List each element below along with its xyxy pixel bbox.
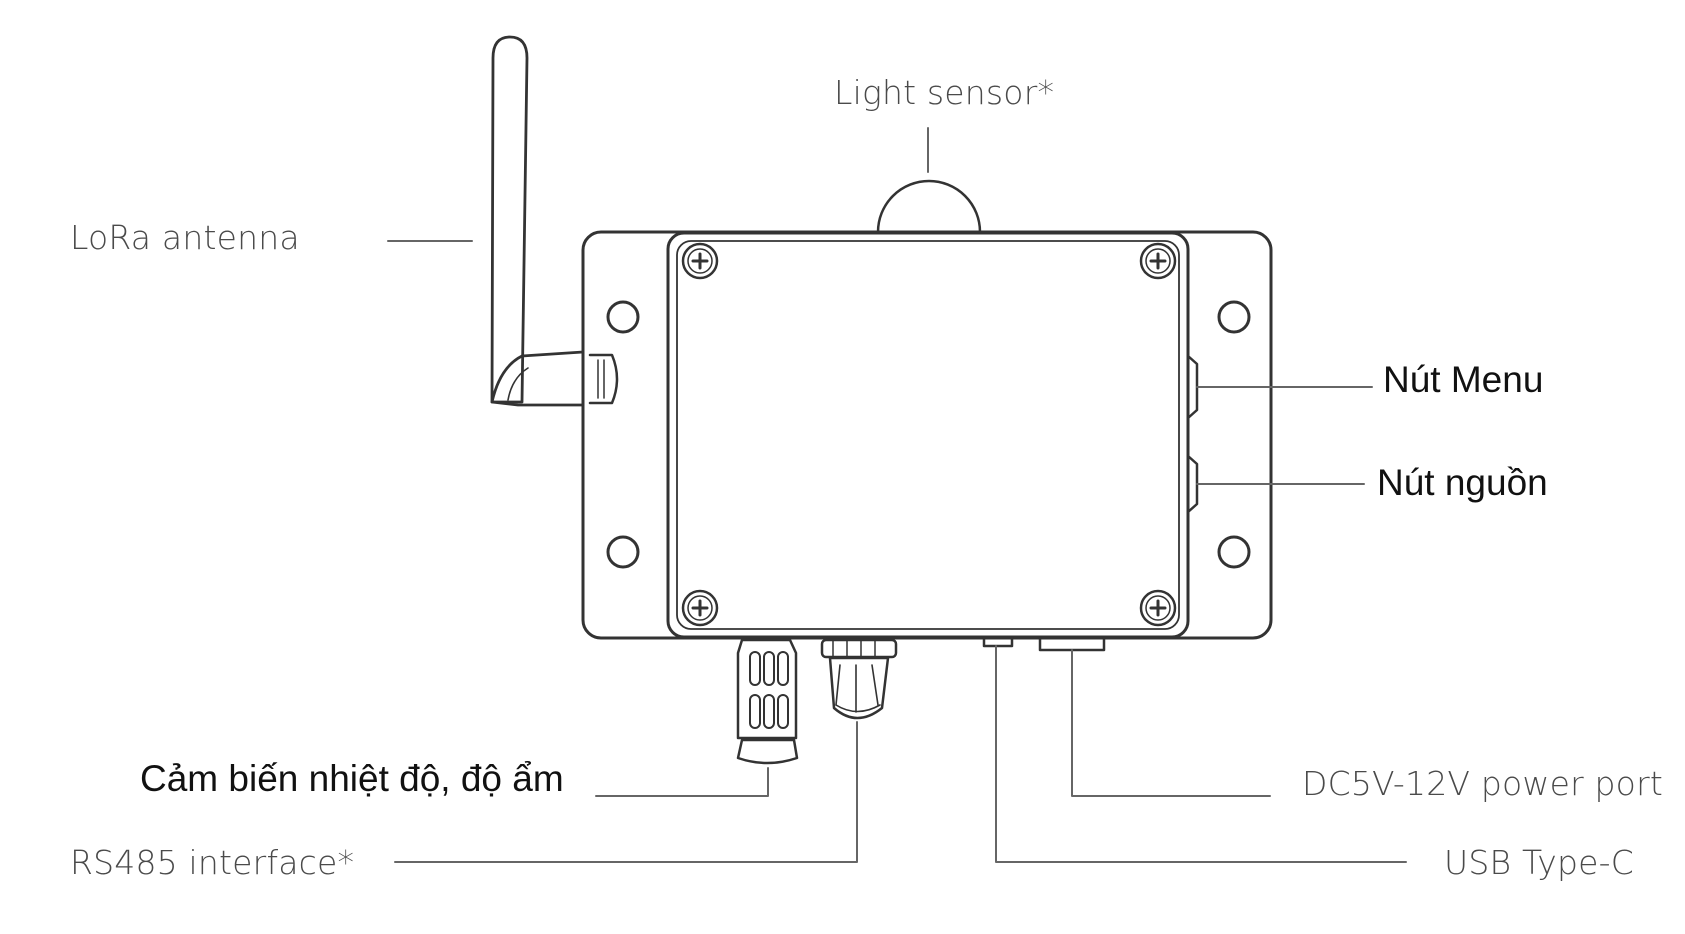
rs485-cable-gland xyxy=(820,638,898,720)
light-sensor-label: Light sensor* xyxy=(834,73,1055,112)
light-sensor-dome xyxy=(876,179,982,234)
lora-antenna-shape xyxy=(490,35,619,407)
mount-hole-bottom-right xyxy=(1217,535,1251,569)
leader-usb xyxy=(995,645,1407,863)
leader-lines xyxy=(387,127,1407,863)
leader-rs485 xyxy=(394,721,858,863)
dc-power-port-label: DC5V-12V power port xyxy=(1302,764,1663,803)
rs485-interface-label: RS485 interface* xyxy=(70,843,355,882)
usb-type-c-label: USB Type-C xyxy=(1444,843,1634,882)
mounting-flange xyxy=(581,230,1273,640)
usb-port-shape xyxy=(982,636,1014,648)
mount-hole-bottom-left xyxy=(606,535,640,569)
lora-antenna-label: LoRa antenna xyxy=(70,218,300,257)
temp-humidity-probe xyxy=(736,638,799,765)
enclosure-body xyxy=(666,231,1190,639)
dc-port-shape xyxy=(1038,636,1106,652)
enclosure-lid xyxy=(676,240,1180,630)
temp-humidity-sensor-label: Cảm biến nhiệt độ, độ ẩm xyxy=(140,758,564,799)
leader-dc-power xyxy=(1071,649,1271,797)
menu-button-label: Nút Menu xyxy=(1383,359,1544,400)
power-button-label: Nút nguồn xyxy=(1377,462,1548,503)
screw-bottom-left xyxy=(681,589,719,627)
screw-top-left xyxy=(681,242,719,280)
leader-temp-humidity xyxy=(595,767,769,797)
mount-hole-top-left xyxy=(606,300,640,334)
screw-bottom-right xyxy=(1139,589,1177,627)
mount-hole-top-right xyxy=(1217,300,1251,334)
screw-top-right xyxy=(1139,242,1177,280)
